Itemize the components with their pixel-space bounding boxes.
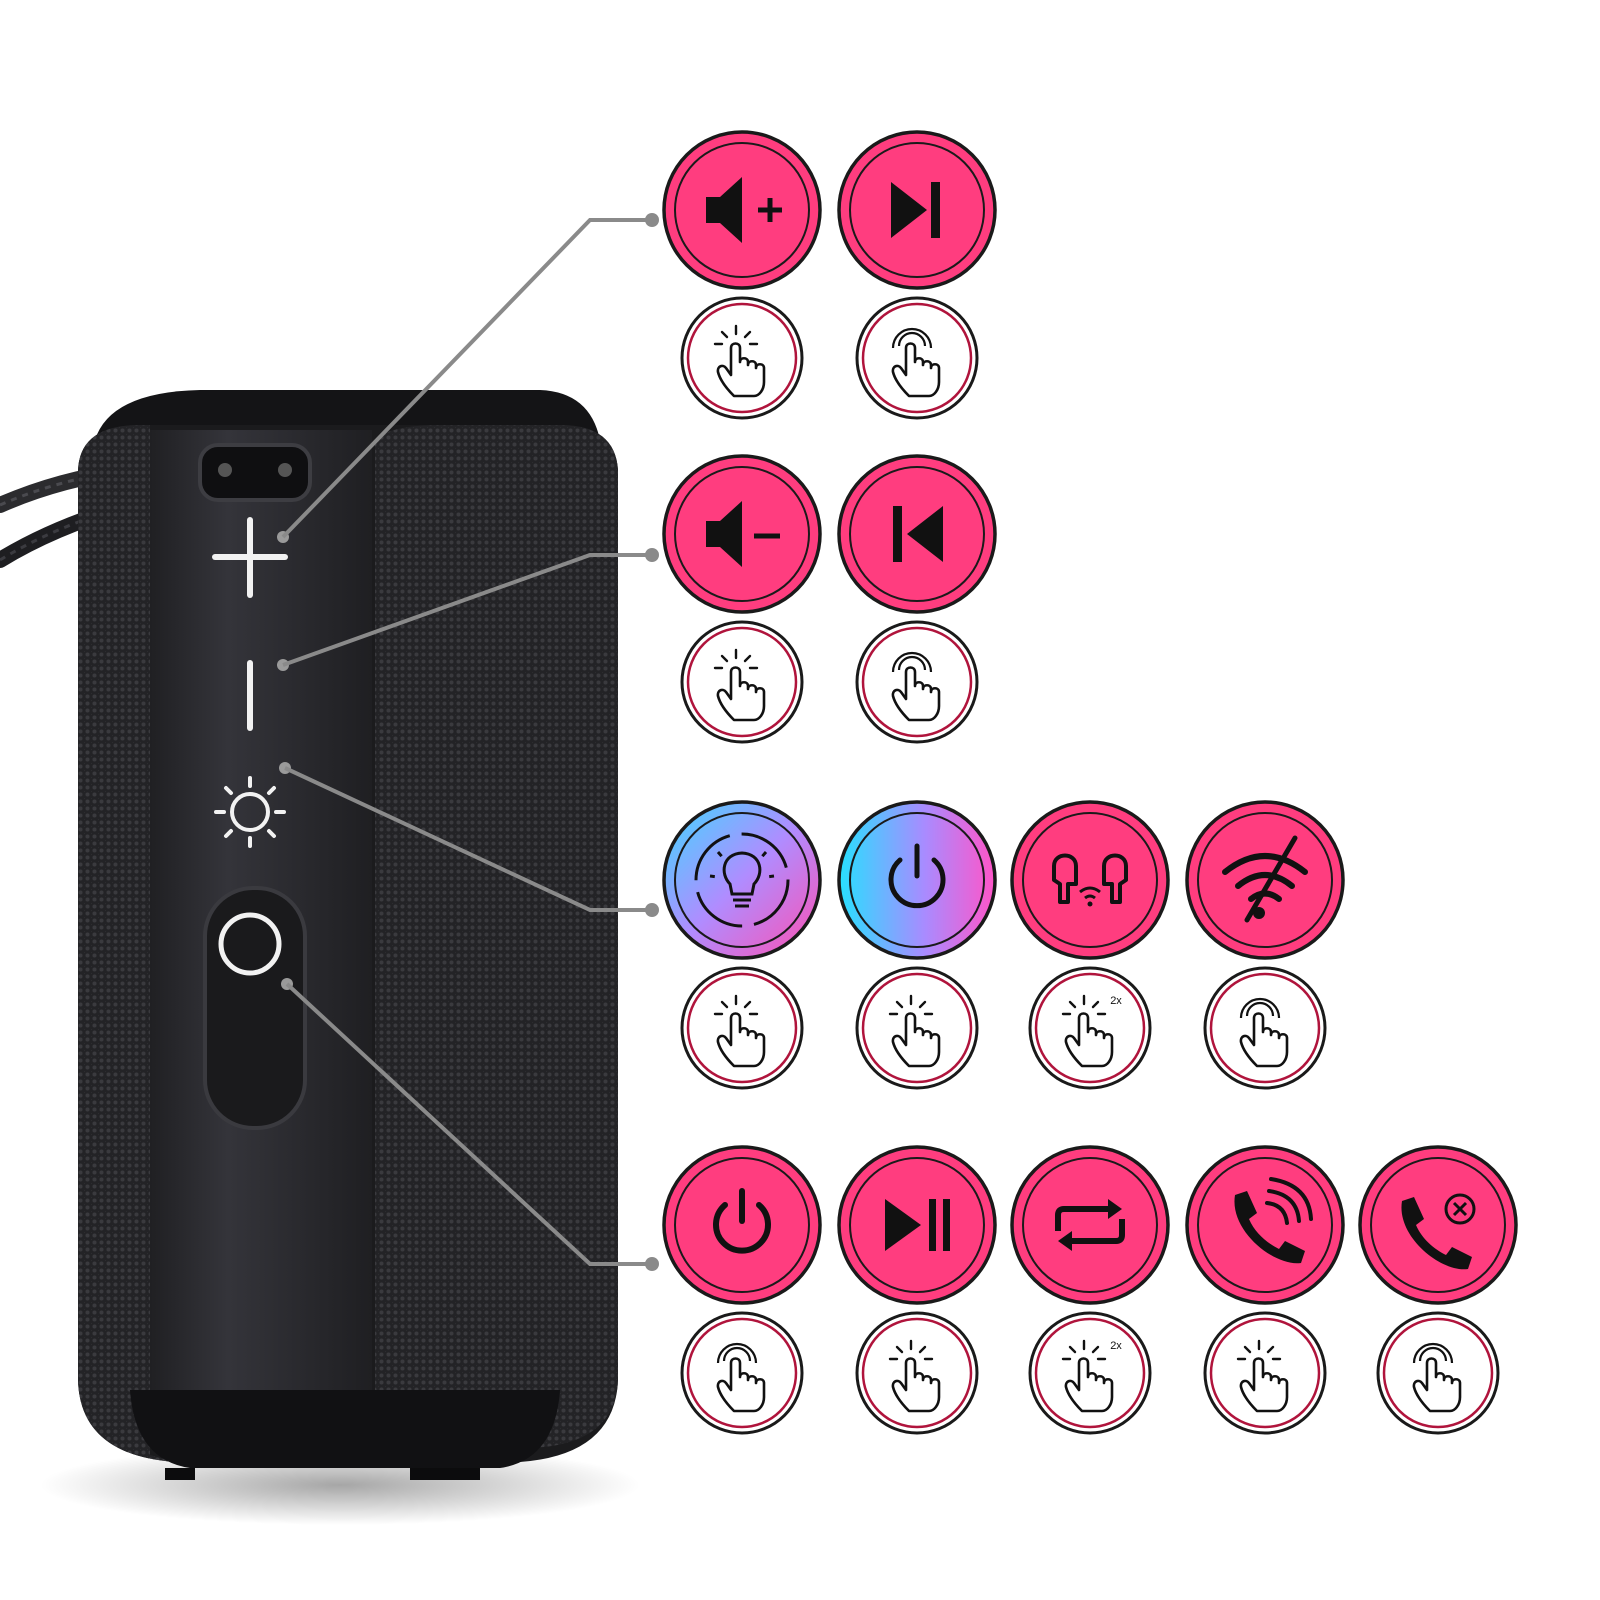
hold-gesture-icon: [1203, 966, 1327, 1090]
light-button-sun-icon[interactable]: [214, 776, 286, 848]
light-cycle-icon: [662, 800, 822, 960]
previous-track-icon: [837, 454, 997, 614]
function-item: [1358, 1145, 1518, 1435]
tap-gesture-icon: [855, 966, 979, 1090]
callout-lines: [281, 213, 659, 1271]
hold-gesture-icon: [855, 296, 979, 420]
function-item: [837, 454, 997, 744]
answer-call-icon: [1185, 1145, 1345, 1305]
play-pause-icon: [837, 1145, 997, 1305]
double-tap-gesture-icon: 2x: [1028, 966, 1152, 1090]
repeat-icon: [1010, 1145, 1170, 1305]
double-tap-gesture-icon: 2x: [1028, 1311, 1152, 1435]
wifi-off-icon: [1185, 800, 1345, 960]
volume-down-icon: [662, 454, 822, 614]
function-item: [662, 1145, 822, 1435]
function-row-3: 2x: [662, 800, 1345, 1090]
tap-gesture-icon: [680, 966, 804, 1090]
function-row-2: [662, 454, 997, 744]
tap-gesture-icon: [680, 296, 804, 420]
function-item: [837, 130, 997, 420]
tap-gesture-icon: [855, 1311, 979, 1435]
earbuds-pairing-icon: [1010, 800, 1170, 960]
power-icon: [662, 1145, 822, 1305]
tap-gesture-icon: [1203, 1311, 1327, 1435]
volume-up-icon: [662, 130, 822, 290]
hold-gesture-icon: [855, 620, 979, 744]
function-row-1: [662, 130, 997, 420]
function-item: [1185, 800, 1345, 1090]
next-track-icon: [837, 130, 997, 290]
function-item: [662, 800, 822, 1090]
function-item: [662, 130, 822, 420]
hold-gesture-icon: [680, 1311, 804, 1435]
hold-gesture-icon: [1376, 1311, 1500, 1435]
function-item: [1185, 1145, 1345, 1435]
double-tap-badge: 2x: [1110, 995, 1122, 1007]
power-light-icon: [837, 800, 997, 960]
double-tap-badge: 2x: [1110, 1340, 1122, 1352]
tap-gesture-icon: [680, 620, 804, 744]
function-icon-grid: 2x 2x: [662, 130, 1518, 1435]
function-item: [837, 1145, 997, 1435]
power-button-circle-icon[interactable]: [203, 886, 307, 1130]
function-item: 2x: [1010, 1145, 1170, 1435]
function-item: [662, 454, 822, 744]
function-row-4: 2x: [662, 1145, 1518, 1435]
plus-button-icon[interactable]: [212, 517, 288, 598]
function-item: [837, 800, 997, 1090]
reject-call-icon: [1358, 1145, 1518, 1305]
function-item: 2x: [1010, 800, 1170, 1090]
bluetooth-speaker: [0, 390, 640, 1525]
